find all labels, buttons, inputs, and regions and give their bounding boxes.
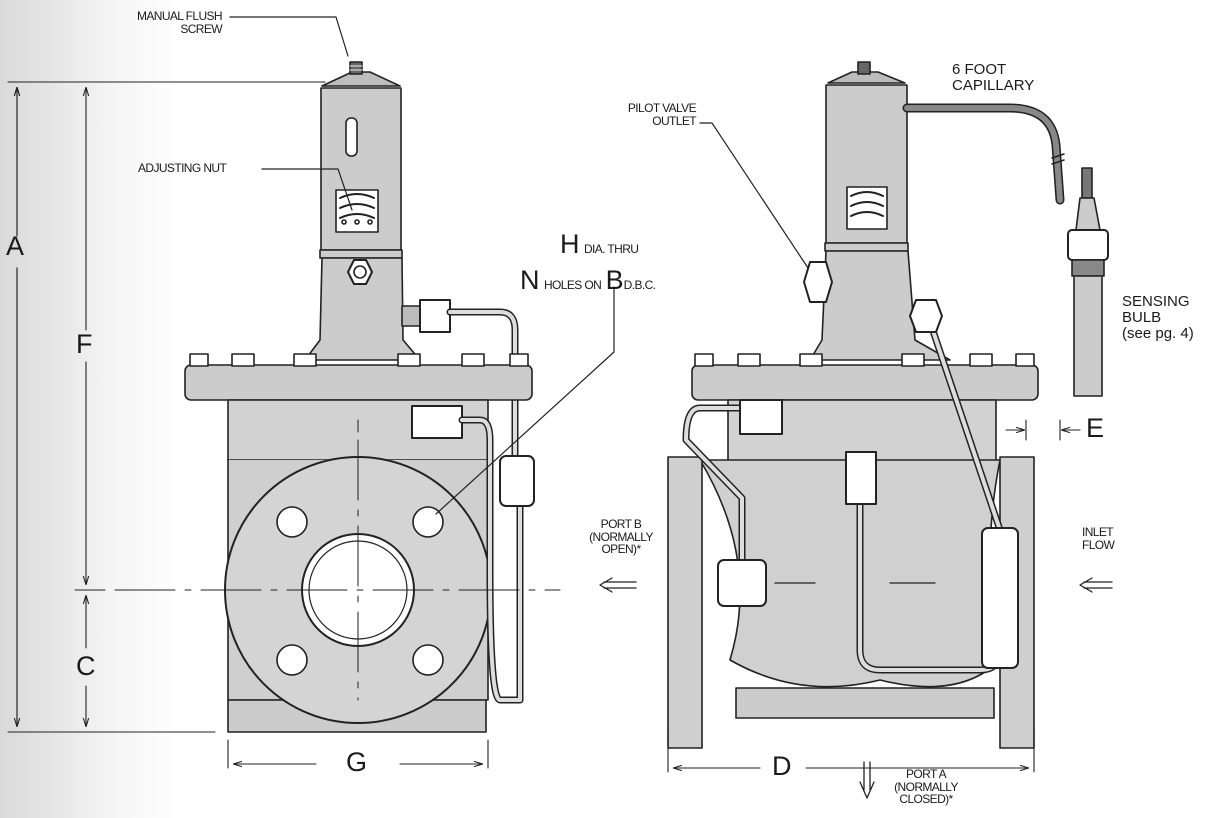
flow-arrows — [599, 577, 1113, 799]
leader-lines — [229, 16, 809, 515]
left-view — [114, 61, 561, 733]
dimension-lines — [7, 82, 1081, 773]
port-b-label: PORT B (NORMALLY OPEN)* — [589, 517, 653, 557]
capillary-label: 6 FOOT CAPILLARY — [952, 61, 1035, 94]
dimension-c: C — [76, 651, 96, 681]
bolt-circle-note: N HOLES ON BD.B.C. — [520, 265, 656, 295]
port-a-label: PORT A (NORMALLY CLOSED)* — [894, 767, 958, 807]
dimension-g: G — [346, 747, 368, 777]
manual-flush-screw-label: MANUAL FLUSH SCREW — [136, 9, 223, 36]
adjusting-nut-label: ADJUSTING NUT — [138, 161, 227, 175]
dimension-f: F — [76, 329, 93, 359]
dimension-d: D — [772, 751, 792, 781]
sensing-bulb-label: SENSING BULB (see pg. 4) — [1122, 293, 1194, 342]
pilot-valve-outlet-label: PILOT VALVE OUTLET — [627, 101, 697, 128]
inlet-flow-label: INLET FLOW — [1082, 525, 1115, 552]
dimension-e: E — [1086, 413, 1105, 443]
hole-diameter-note: H DIA. THRU — [560, 229, 639, 259]
right-view — [667, 61, 1109, 749]
dimension-a: A — [6, 231, 25, 261]
